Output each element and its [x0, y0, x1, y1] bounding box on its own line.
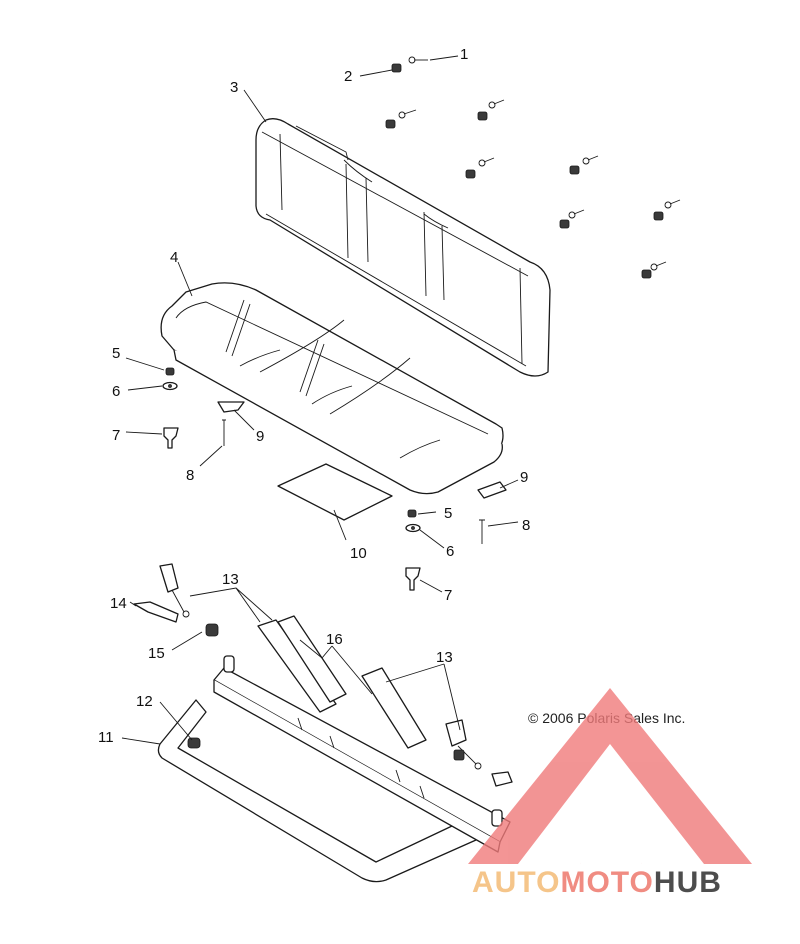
- callout-8b: 8: [522, 517, 530, 534]
- callout-14: 14: [110, 595, 127, 612]
- callout-7a: 7: [112, 427, 120, 444]
- callout-6a: 6: [112, 383, 120, 400]
- fastener-pattern: [385, 56, 681, 279]
- seat-belts: [133, 563, 513, 787]
- hardware-right: [405, 481, 507, 591]
- callout-labels: 1 2 3 4 5 5 6 6 7 7 8 8 9 9 10 11 12 13 …: [98, 46, 530, 746]
- callout-16: 16: [326, 631, 343, 648]
- callout-5b: 5: [444, 505, 452, 522]
- callout-9b: 9: [520, 469, 528, 486]
- callout-15: 15: [148, 645, 165, 662]
- callout-7b: 7: [444, 587, 452, 604]
- callout-4: 4: [170, 249, 178, 266]
- seat-frame: [157, 655, 511, 883]
- watermark-auto: AUTO: [472, 866, 560, 899]
- callout-5a: 5: [112, 345, 120, 362]
- callout-13b: 13: [436, 649, 453, 666]
- callout-1: 1: [460, 46, 468, 63]
- callout-6b: 6: [446, 543, 454, 560]
- seat-cushion: [160, 282, 504, 495]
- callout-11: 11: [98, 729, 114, 746]
- callout-12: 12: [136, 693, 153, 710]
- watermark-logo: [468, 688, 752, 864]
- callout-3: 3: [230, 79, 238, 96]
- watermark-moto: MOTO: [560, 866, 653, 899]
- label-sheet: [277, 463, 393, 521]
- watermark-text: AUTOMOTOHUB: [472, 866, 722, 899]
- callout-9a: 9: [256, 428, 264, 445]
- callout-2: 2: [344, 68, 352, 85]
- leader-lines: [121, 55, 519, 745]
- watermark-hub: HUB: [654, 866, 722, 899]
- seat-back: [255, 118, 551, 377]
- hardware-left: [162, 367, 245, 449]
- callout-10: 10: [350, 545, 367, 562]
- callout-13a: 13: [222, 571, 239, 588]
- callout-8a: 8: [186, 467, 194, 484]
